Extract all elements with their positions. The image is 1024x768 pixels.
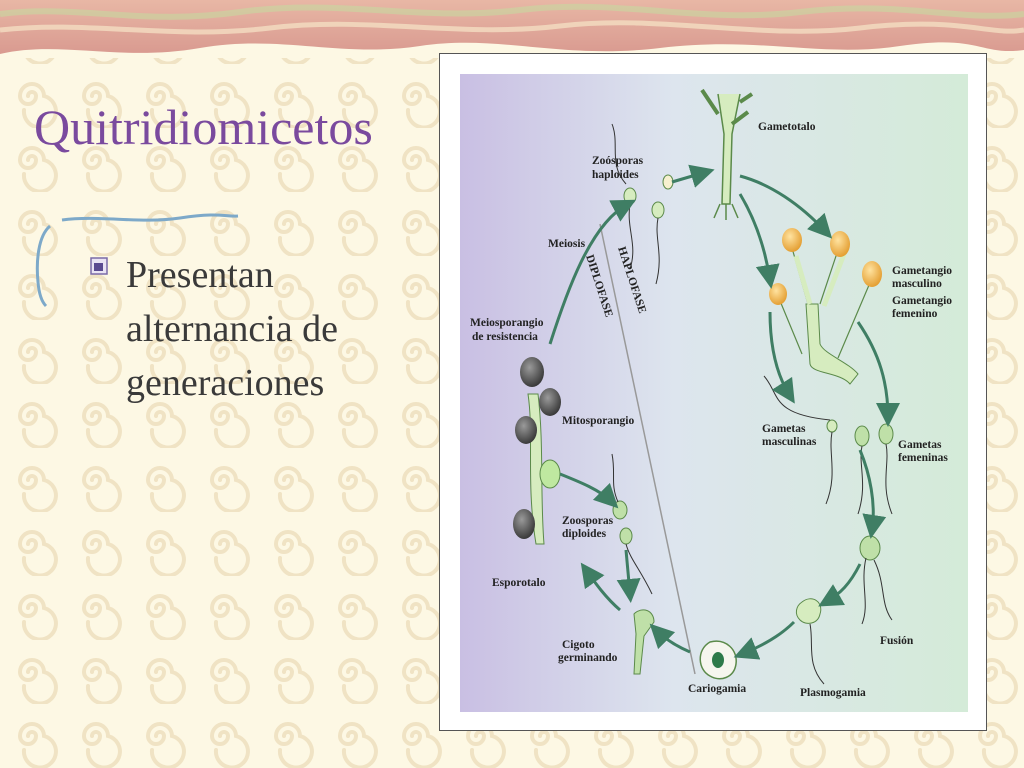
life-cycle-diagram: Gametotalo Zoósporas haploides Meiosis H…	[460, 74, 968, 712]
label-gametas-masculinas-1: Gametas	[762, 423, 806, 435]
sporothallus	[513, 357, 561, 545]
meiosporangium	[520, 357, 544, 387]
label-gametotalo: Gametotalo	[758, 121, 816, 133]
gametangia	[769, 228, 882, 385]
label-zoosporas-diploides-2: diploides	[562, 528, 607, 540]
plasmogamy-cell	[795, 598, 825, 685]
label-cigoto-2: germinando	[558, 652, 618, 664]
bullet-line: generaciones	[126, 362, 325, 404]
label-gametangio-masculino-1: Gametangio	[892, 265, 952, 277]
label-zoosporas-haploides-1: Zoósporas	[592, 155, 644, 167]
label-zoosporas-haploides-2: haploides	[592, 169, 639, 181]
decorative-bracket	[35, 224, 52, 308]
label-mitosporangio: Mitosporangio	[562, 415, 634, 427]
meiosporangium	[515, 416, 537, 444]
karyogamy-cell	[699, 640, 737, 680]
gametangium	[782, 228, 802, 252]
label-gametas-masculinas-2: masculinas	[762, 436, 817, 448]
label-gametas-femeninas-2: femeninas	[898, 452, 948, 464]
bullet-text: Presentan alternancia de generaciones	[126, 248, 426, 410]
fusion-cell	[859, 535, 893, 625]
slide-title: Quitridiomicetos	[34, 99, 373, 155]
phase-divider	[599, 223, 696, 675]
gametangium	[769, 283, 787, 305]
label-esporotalo: Esporotalo	[492, 577, 546, 589]
label-gametangio-femenino-2: femenino	[892, 308, 938, 320]
gametes	[763, 375, 894, 515]
title-underline	[61, 213, 239, 222]
meiosporangium	[513, 509, 535, 539]
label-plasmogamia: Plasmogamia	[800, 687, 866, 699]
label-cariogamia: Cariogamia	[688, 683, 746, 695]
label-fusion: Fusión	[880, 635, 914, 647]
label-gametangio-masculino-2: masculino	[892, 278, 942, 290]
label-zoosporas-diploides-1: Zoosporas	[562, 515, 614, 527]
cycle-arrows	[548, 164, 900, 660]
label-meiosporangio-1: Meiosporangio	[470, 317, 544, 329]
bullet-line: alternancia de	[126, 308, 339, 350]
label-meiosis: Meiosis	[548, 238, 586, 250]
germinating-zygote	[633, 609, 655, 675]
diploid-zoospores	[611, 453, 653, 595]
gametangium	[830, 231, 850, 257]
bullet-icon	[90, 257, 108, 275]
gametangium	[862, 261, 882, 287]
label-meiosporangio-2: de resistencia	[472, 331, 538, 343]
label-cigoto-1: Cigoto	[562, 639, 595, 651]
meiosporangium	[539, 388, 561, 416]
bullet-line: Presentan	[126, 254, 274, 296]
life-cycle-figure: Gametotalo Zoósporas haploides Meiosis H…	[439, 53, 987, 731]
label-gametas-femeninas-1: Gametas	[898, 439, 942, 451]
gametothallus	[700, 88, 754, 220]
phase-background	[460, 74, 968, 712]
mitosporangium	[539, 459, 561, 489]
label-gametangio-femenino-1: Gametangio	[892, 295, 952, 307]
